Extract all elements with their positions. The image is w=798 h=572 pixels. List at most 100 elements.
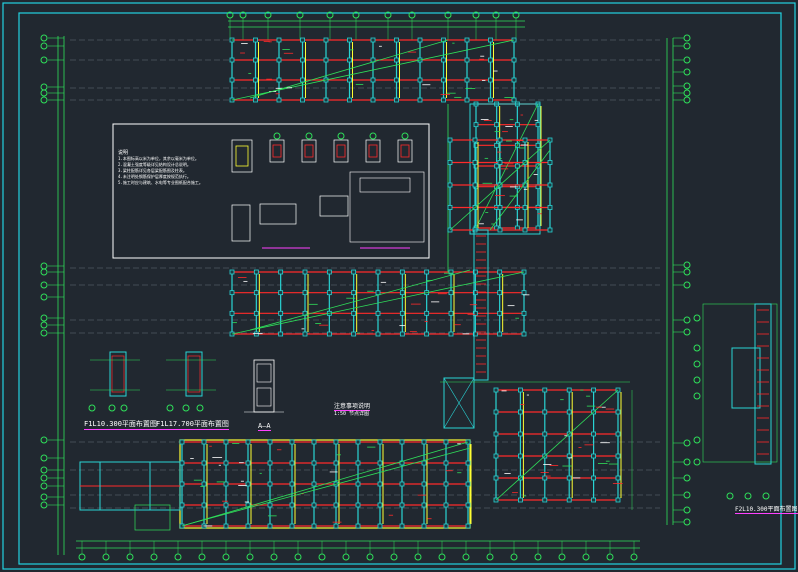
column bbox=[421, 460, 427, 466]
column bbox=[464, 77, 470, 83]
axis-bubble bbox=[683, 56, 691, 64]
column bbox=[377, 460, 383, 466]
column bbox=[351, 290, 357, 296]
column bbox=[311, 439, 317, 445]
axis-bubble bbox=[683, 439, 691, 447]
column bbox=[311, 460, 317, 466]
axis-bubble bbox=[318, 553, 326, 561]
column bbox=[566, 387, 572, 393]
column bbox=[229, 77, 235, 83]
notes-box bbox=[112, 123, 430, 259]
axis-bubble bbox=[693, 344, 701, 352]
column bbox=[323, 97, 329, 103]
column bbox=[472, 160, 478, 165]
column bbox=[377, 439, 383, 445]
column bbox=[522, 205, 528, 210]
column bbox=[494, 122, 500, 128]
right-detail-column bbox=[731, 347, 761, 409]
column bbox=[394, 37, 399, 43]
column bbox=[399, 331, 405, 337]
axis-bubble bbox=[683, 518, 691, 526]
column bbox=[511, 77, 517, 83]
column bbox=[566, 409, 572, 415]
column bbox=[447, 137, 453, 143]
column bbox=[347, 77, 352, 83]
column bbox=[497, 205, 503, 210]
axis-bubble bbox=[630, 553, 638, 561]
column bbox=[447, 182, 453, 188]
column bbox=[351, 269, 357, 275]
axis-bubble bbox=[558, 553, 566, 561]
column bbox=[424, 331, 430, 337]
column bbox=[253, 57, 258, 63]
column bbox=[267, 502, 273, 508]
axis-bubble bbox=[40, 281, 48, 289]
column bbox=[497, 227, 503, 233]
column bbox=[488, 37, 493, 43]
column bbox=[245, 523, 251, 529]
column bbox=[497, 290, 503, 296]
column bbox=[377, 481, 383, 487]
detail-plan-outline bbox=[349, 171, 425, 243]
axis-bubble bbox=[744, 492, 752, 500]
diagonal-line bbox=[249, 39, 449, 99]
column bbox=[375, 269, 381, 275]
column bbox=[521, 310, 527, 316]
column bbox=[370, 77, 376, 83]
notes-line: 1.本图标高以米为单位，其余以毫米为单位。 bbox=[118, 156, 199, 161]
column bbox=[377, 523, 383, 529]
right-detail-grid bbox=[702, 303, 778, 463]
column bbox=[201, 460, 207, 466]
column bbox=[493, 453, 499, 459]
column bbox=[323, 37, 329, 43]
detail-rebar bbox=[400, 144, 410, 158]
column bbox=[351, 310, 357, 316]
column bbox=[547, 205, 553, 210]
axis-bubble bbox=[683, 68, 691, 76]
axis-bubble bbox=[270, 553, 278, 561]
column bbox=[615, 475, 621, 481]
column bbox=[245, 439, 251, 445]
axis-bubble bbox=[40, 268, 48, 276]
column bbox=[394, 97, 399, 103]
axis-bubble bbox=[40, 454, 48, 462]
column bbox=[591, 431, 596, 437]
column bbox=[448, 290, 454, 296]
axis-bubble bbox=[683, 89, 691, 97]
axis-bubble bbox=[438, 553, 446, 561]
column bbox=[223, 439, 229, 445]
axis-bubble bbox=[582, 553, 590, 561]
axis-bubble bbox=[198, 553, 206, 561]
column bbox=[276, 97, 282, 103]
detail-column-core bbox=[235, 145, 249, 167]
column bbox=[276, 37, 282, 43]
column bbox=[311, 481, 317, 487]
column bbox=[326, 331, 332, 337]
diagonal-brace bbox=[449, 139, 551, 231]
notes-heading: 说明 bbox=[118, 150, 129, 156]
column bbox=[615, 497, 621, 503]
axis-bubble bbox=[683, 316, 691, 324]
detail-rebar bbox=[368, 144, 378, 158]
column bbox=[518, 387, 523, 393]
column bbox=[201, 502, 207, 508]
column bbox=[591, 475, 596, 481]
right-detail-strip bbox=[754, 303, 772, 465]
detail-section bbox=[333, 139, 349, 163]
column bbox=[278, 269, 284, 275]
column bbox=[542, 387, 548, 393]
column bbox=[399, 502, 405, 508]
column bbox=[465, 460, 471, 466]
column bbox=[488, 77, 493, 83]
axis-bubble bbox=[126, 553, 134, 561]
column bbox=[399, 269, 405, 275]
axis-bubble bbox=[683, 281, 691, 289]
column bbox=[514, 122, 520, 128]
column bbox=[421, 502, 427, 508]
axis-bubble bbox=[40, 262, 48, 270]
column bbox=[464, 97, 470, 103]
column bbox=[547, 227, 553, 233]
diagonal-brace bbox=[181, 441, 469, 527]
diagonal-line bbox=[249, 269, 471, 331]
